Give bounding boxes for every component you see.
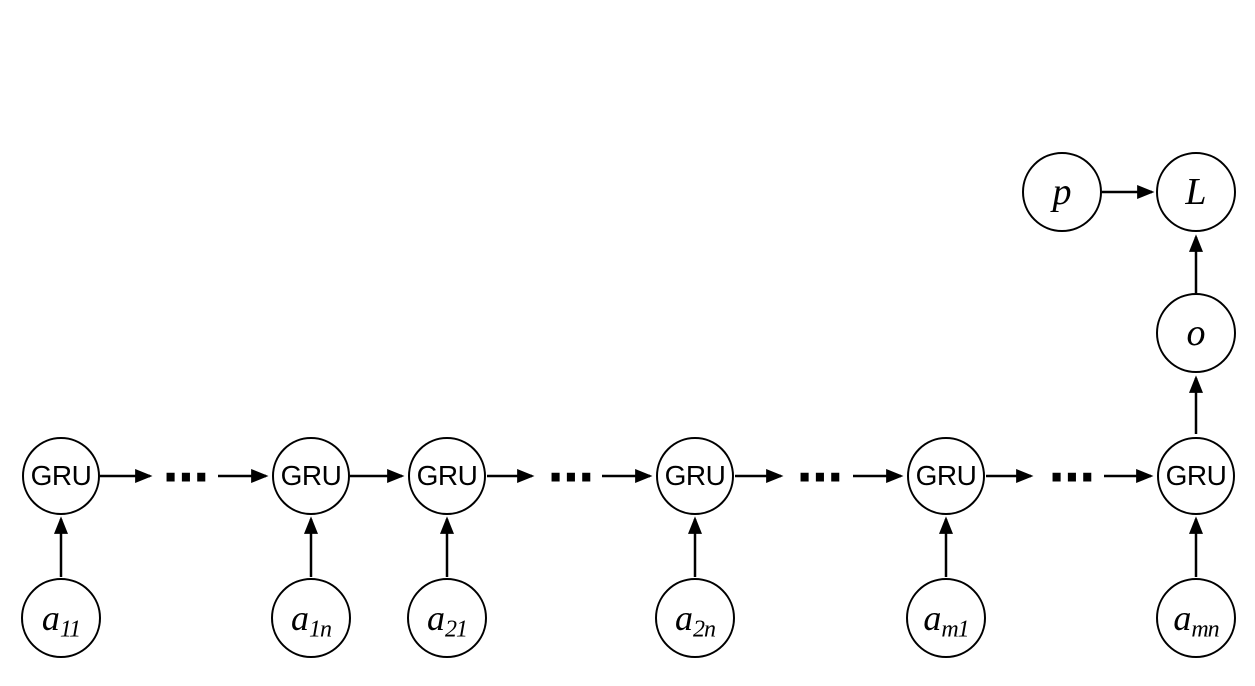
input-base: a [427,598,445,638]
input-node-am1-label: am1 [923,598,969,642]
gru-node-4-label: GRU [664,460,726,491]
input-base: a [41,598,60,638]
gru-node-1-label: GRU [30,460,92,491]
gru-node-5-label: GRU [915,460,977,491]
ellipsis-2: ⋯ [548,450,594,504]
input-node-amn: amn [1156,578,1236,658]
input-sub: 21 [445,616,468,643]
output-node-label: o [1186,312,1206,354]
input-base: a [675,598,693,638]
gru-node-2: GRU [272,437,350,515]
p-node: p [1022,152,1102,232]
ellipsis-3: ⋯ [797,450,843,504]
input-node-am1: am1 [906,578,986,658]
input-base: a [291,598,309,638]
input-base: a [923,598,942,638]
output-node: o [1156,293,1236,373]
input-node-a1n: a1n [271,578,351,658]
input-node-a11: a11 [21,578,101,658]
loss-node-label: L [1185,171,1207,213]
input-node-a21-label: a21 [427,598,468,642]
gru-node-5: GRU [907,437,985,515]
input-node-a1n-label: a1n [291,598,332,642]
input-sub: mn [1191,616,1219,643]
gru-node-2-label: GRU [280,460,342,491]
input-node-a2n: a2n [655,578,735,658]
p-node-label: p [1052,171,1072,213]
gru-node-3-label: GRU [416,460,478,491]
input-sub: m1 [941,616,969,643]
input-node-amn-label: amn [1173,598,1219,642]
input-sub: 11 [59,616,81,643]
input-node-a21: a21 [407,578,487,658]
input-sub: 2n [693,616,716,643]
input-sub: 1n [309,616,332,643]
gru-node-6: GRU [1157,437,1235,515]
ellipsis-1: ⋯ [163,450,209,504]
gru-node-4: GRU [656,437,734,515]
gru-node-1: GRU [22,437,100,515]
input-node-a2n-label: a2n [675,598,716,642]
input-base: a [1173,598,1192,638]
gru-node-6-label: GRU [1165,460,1227,491]
gru-node-3: GRU [408,437,486,515]
loss-node: L [1156,152,1236,232]
input-node-a11-label: a11 [41,598,81,642]
ellipsis-4: ⋯ [1049,450,1095,504]
